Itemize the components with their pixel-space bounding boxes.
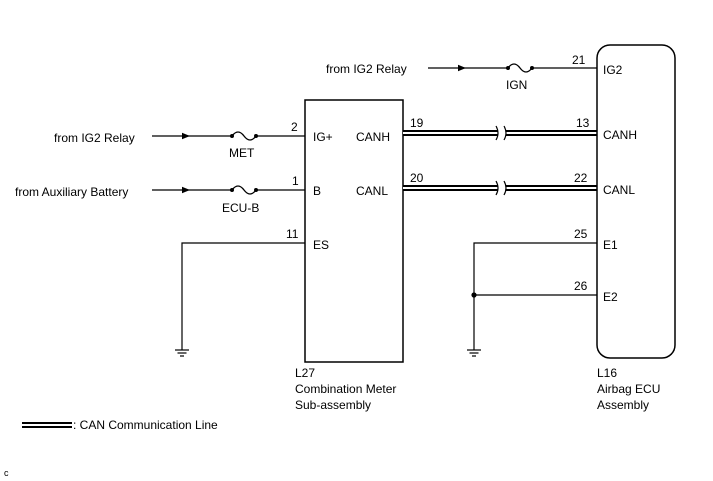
meter-pin-es-number: 11	[286, 227, 299, 241]
meter-pin-igp-label: IG+	[313, 130, 333, 144]
meter-pin-canh-label: CANH	[356, 130, 390, 144]
source-label-aux-battery: from Auxiliary Battery	[15, 185, 128, 199]
meter-pin-canl-number: 20	[410, 171, 424, 185]
airbag-name-line1: Airbag ECU	[597, 382, 660, 396]
airbag-pin-canl-label: CANL	[603, 183, 635, 197]
fuse-met-icon	[231, 131, 257, 141]
airbag-name-line2: Assembly	[597, 398, 649, 412]
corner-mark: c	[4, 468, 9, 478]
meter-pin-canh-number: 19	[410, 116, 424, 130]
airbag-ecu-box	[596, 44, 676, 359]
airbag-pin-canh-number: 13	[576, 116, 590, 130]
airbag-connector-code: L16	[597, 366, 617, 380]
meter-pin-canl-label: CANL	[356, 184, 388, 198]
can-line-canl	[403, 180, 598, 196]
meter-name-line2: Sub-assembly	[295, 398, 371, 412]
ground-icon-airbag	[467, 349, 481, 357]
ground-icon-meter	[175, 349, 189, 357]
meter-pin-igp-number: 2	[291, 120, 298, 134]
wire-airbag-e1-ground	[473, 242, 598, 350]
airbag-pin-ig2-number: 21	[572, 53, 586, 67]
fuse-ecu-b-label: ECU-B	[222, 201, 259, 215]
airbag-pin-e1-number: 25	[574, 227, 588, 241]
airbag-pin-canl-number: 22	[574, 171, 588, 185]
fuse-ecu-b-icon	[231, 185, 257, 195]
wire-meter-es-ground	[181, 242, 305, 350]
junction-dot	[471, 292, 477, 298]
airbag-pin-ig2-label: IG2	[603, 63, 623, 77]
meter-pin-es-label: ES	[313, 238, 329, 252]
airbag-pin-canh-label: CANH	[603, 128, 637, 142]
legend-text: : CAN Communication Line	[73, 418, 218, 432]
meter-connector-code: L27	[295, 366, 315, 380]
fuse-ign-label: IGN	[506, 78, 527, 92]
meter-pin-b-number: 1	[292, 174, 299, 188]
airbag-pin-e2-number: 26	[574, 279, 588, 293]
airbag-pin-e2-label: E2	[603, 290, 618, 304]
airbag-pin-e1-label: E1	[603, 238, 618, 252]
meter-name-line1: Combination Meter	[295, 382, 396, 396]
fuse-ign-icon	[507, 63, 533, 73]
source-label-ig2-met: from IG2 Relay	[54, 131, 135, 145]
source-label-ig2-top: from IG2 Relay	[326, 62, 407, 76]
meter-pin-b-label: B	[313, 184, 321, 198]
combination-meter-box	[304, 99, 404, 363]
fuse-met-label: MET	[229, 146, 255, 160]
can-line-canh	[403, 125, 598, 141]
